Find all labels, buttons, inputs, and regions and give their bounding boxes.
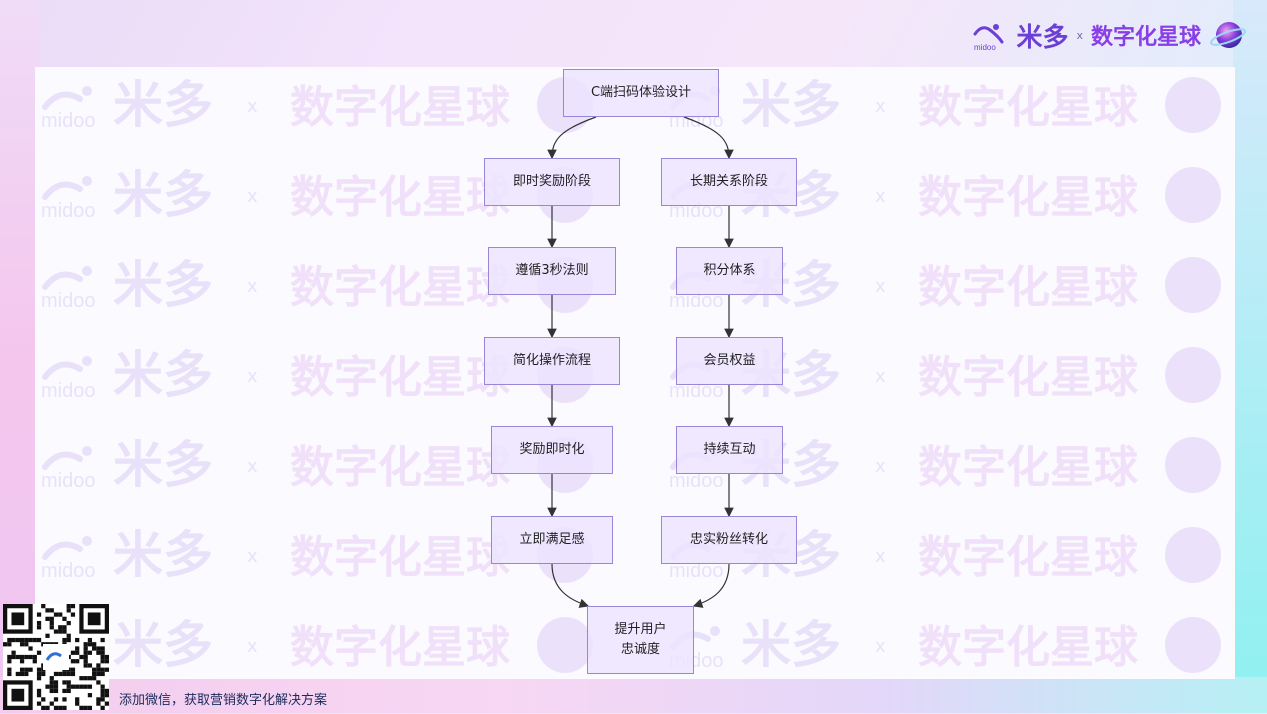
partner-name: 数字化星球 (1090, 24, 1201, 49)
brand-header: midoo 米多 x 数字化星球 (972, 18, 1247, 52)
node-left-3: 简化操作流程 (484, 337, 620, 385)
edge-right-merge (692, 563, 730, 608)
svg-text:数字化星球: 数字化星球 (290, 262, 511, 313)
node-left-2: 遵循3秒法则 (488, 247, 616, 295)
planet-icon (1209, 22, 1247, 48)
svg-text:数字化星球: 数字化星球 (918, 532, 1139, 583)
svg-text:midoo: midoo (41, 560, 95, 582)
svg-text:midoo: midoo (41, 470, 95, 492)
svg-text:x: x (875, 186, 886, 207)
brand-separator: x (1076, 28, 1083, 42)
svg-text:米多: 米多 (113, 436, 213, 494)
qr-code-icon (3, 604, 109, 710)
svg-text:数字化星球: 数字化星球 (918, 82, 1139, 133)
svg-text:数字化星球: 数字化星球 (918, 262, 1139, 313)
svg-text:midoo: midoo (669, 380, 723, 402)
svg-text:数字化星球: 数字化星球 (918, 352, 1139, 403)
node-merge: 提升用户 忠诚度 (587, 606, 694, 674)
logo-small-text: midoo (974, 43, 996, 52)
svg-text:米多: 米多 (741, 616, 841, 674)
edge-root-left (547, 116, 597, 160)
svg-text:x: x (247, 186, 258, 207)
svg-text:x: x (247, 636, 258, 657)
svg-text:x: x (875, 636, 886, 657)
svg-text:x: x (247, 546, 258, 567)
svg-text:x: x (875, 546, 886, 567)
svg-text:midoo: midoo (669, 470, 723, 492)
svg-text:数字化星球: 数字化星球 (290, 532, 511, 583)
svg-text:米多: 米多 (113, 526, 213, 584)
svg-text:数字化星球: 数字化星球 (918, 442, 1139, 493)
svg-text:数字化星球: 数字化星球 (918, 622, 1139, 673)
svg-text:米多: 米多 (113, 616, 213, 674)
svg-text:x: x (875, 96, 886, 117)
node-left-1: 即时奖励阶段 (484, 158, 620, 206)
svg-text:x: x (875, 456, 886, 477)
svg-text:midoo: midoo (41, 290, 95, 312)
svg-text:midoo: midoo (41, 200, 95, 222)
svg-text:米多: 米多 (113, 166, 213, 224)
edge-root-right (683, 116, 734, 160)
midoo-logo-icon: midoo (973, 24, 1004, 52)
svg-text:midoo: midoo (41, 380, 95, 402)
svg-text:x: x (875, 366, 886, 387)
node-right-4: 持续互动 (676, 426, 783, 474)
edge-left-merge (551, 563, 590, 608)
svg-text:数字化星球: 数字化星球 (290, 172, 511, 223)
qr-code[interactable] (3, 604, 109, 710)
svg-text:数字化星球: 数字化星球 (918, 172, 1139, 223)
svg-text:x: x (247, 96, 258, 117)
node-left-4: 奖励即时化 (491, 426, 613, 474)
svg-text:数字化星球: 数字化星球 (290, 352, 511, 403)
svg-text:米多: 米多 (113, 76, 213, 134)
node-left-5: 立即满足感 (491, 516, 613, 564)
svg-text:数字化星球: 数字化星球 (290, 622, 511, 673)
background-band-left (0, 0, 40, 713)
svg-text:米多: 米多 (741, 76, 841, 134)
svg-text:数字化星球: 数字化星球 (290, 442, 511, 493)
svg-text:midoo: midoo (41, 110, 95, 132)
svg-text:midoo: midoo (669, 290, 723, 312)
svg-text:米多: 米多 (113, 256, 213, 314)
svg-text:x: x (247, 276, 258, 297)
node-right-2: 积分体系 (676, 247, 783, 295)
svg-text:midoo: midoo (669, 560, 723, 582)
watermark-tile: midoo 米多 x 数字化星球 (41, 76, 593, 134)
brand-name: 米多 (1016, 21, 1069, 52)
node-right-5: 忠实粉丝转化 (661, 516, 797, 564)
wechat-cta-text: 添加微信，获取营销数字化解决方案 (119, 693, 328, 708)
node-right-3: 会员权益 (676, 337, 783, 385)
svg-text:x: x (247, 456, 258, 477)
node-right-1: 长期关系阶段 (661, 158, 797, 206)
svg-text:x: x (247, 366, 258, 387)
background-band-bottom (0, 677, 1267, 713)
watermark-tile: midoo 米多 x 数字化星球 (41, 436, 593, 494)
node-root: C端扫码体验设计 (563, 69, 719, 117)
svg-text:x: x (875, 276, 886, 297)
svg-text:米多: 米多 (113, 346, 213, 404)
background-band-right (1233, 0, 1267, 713)
watermark-tile: midoo 米多 x 数字化星球 (41, 256, 593, 314)
svg-text:数字化星球: 数字化星球 (290, 82, 511, 133)
